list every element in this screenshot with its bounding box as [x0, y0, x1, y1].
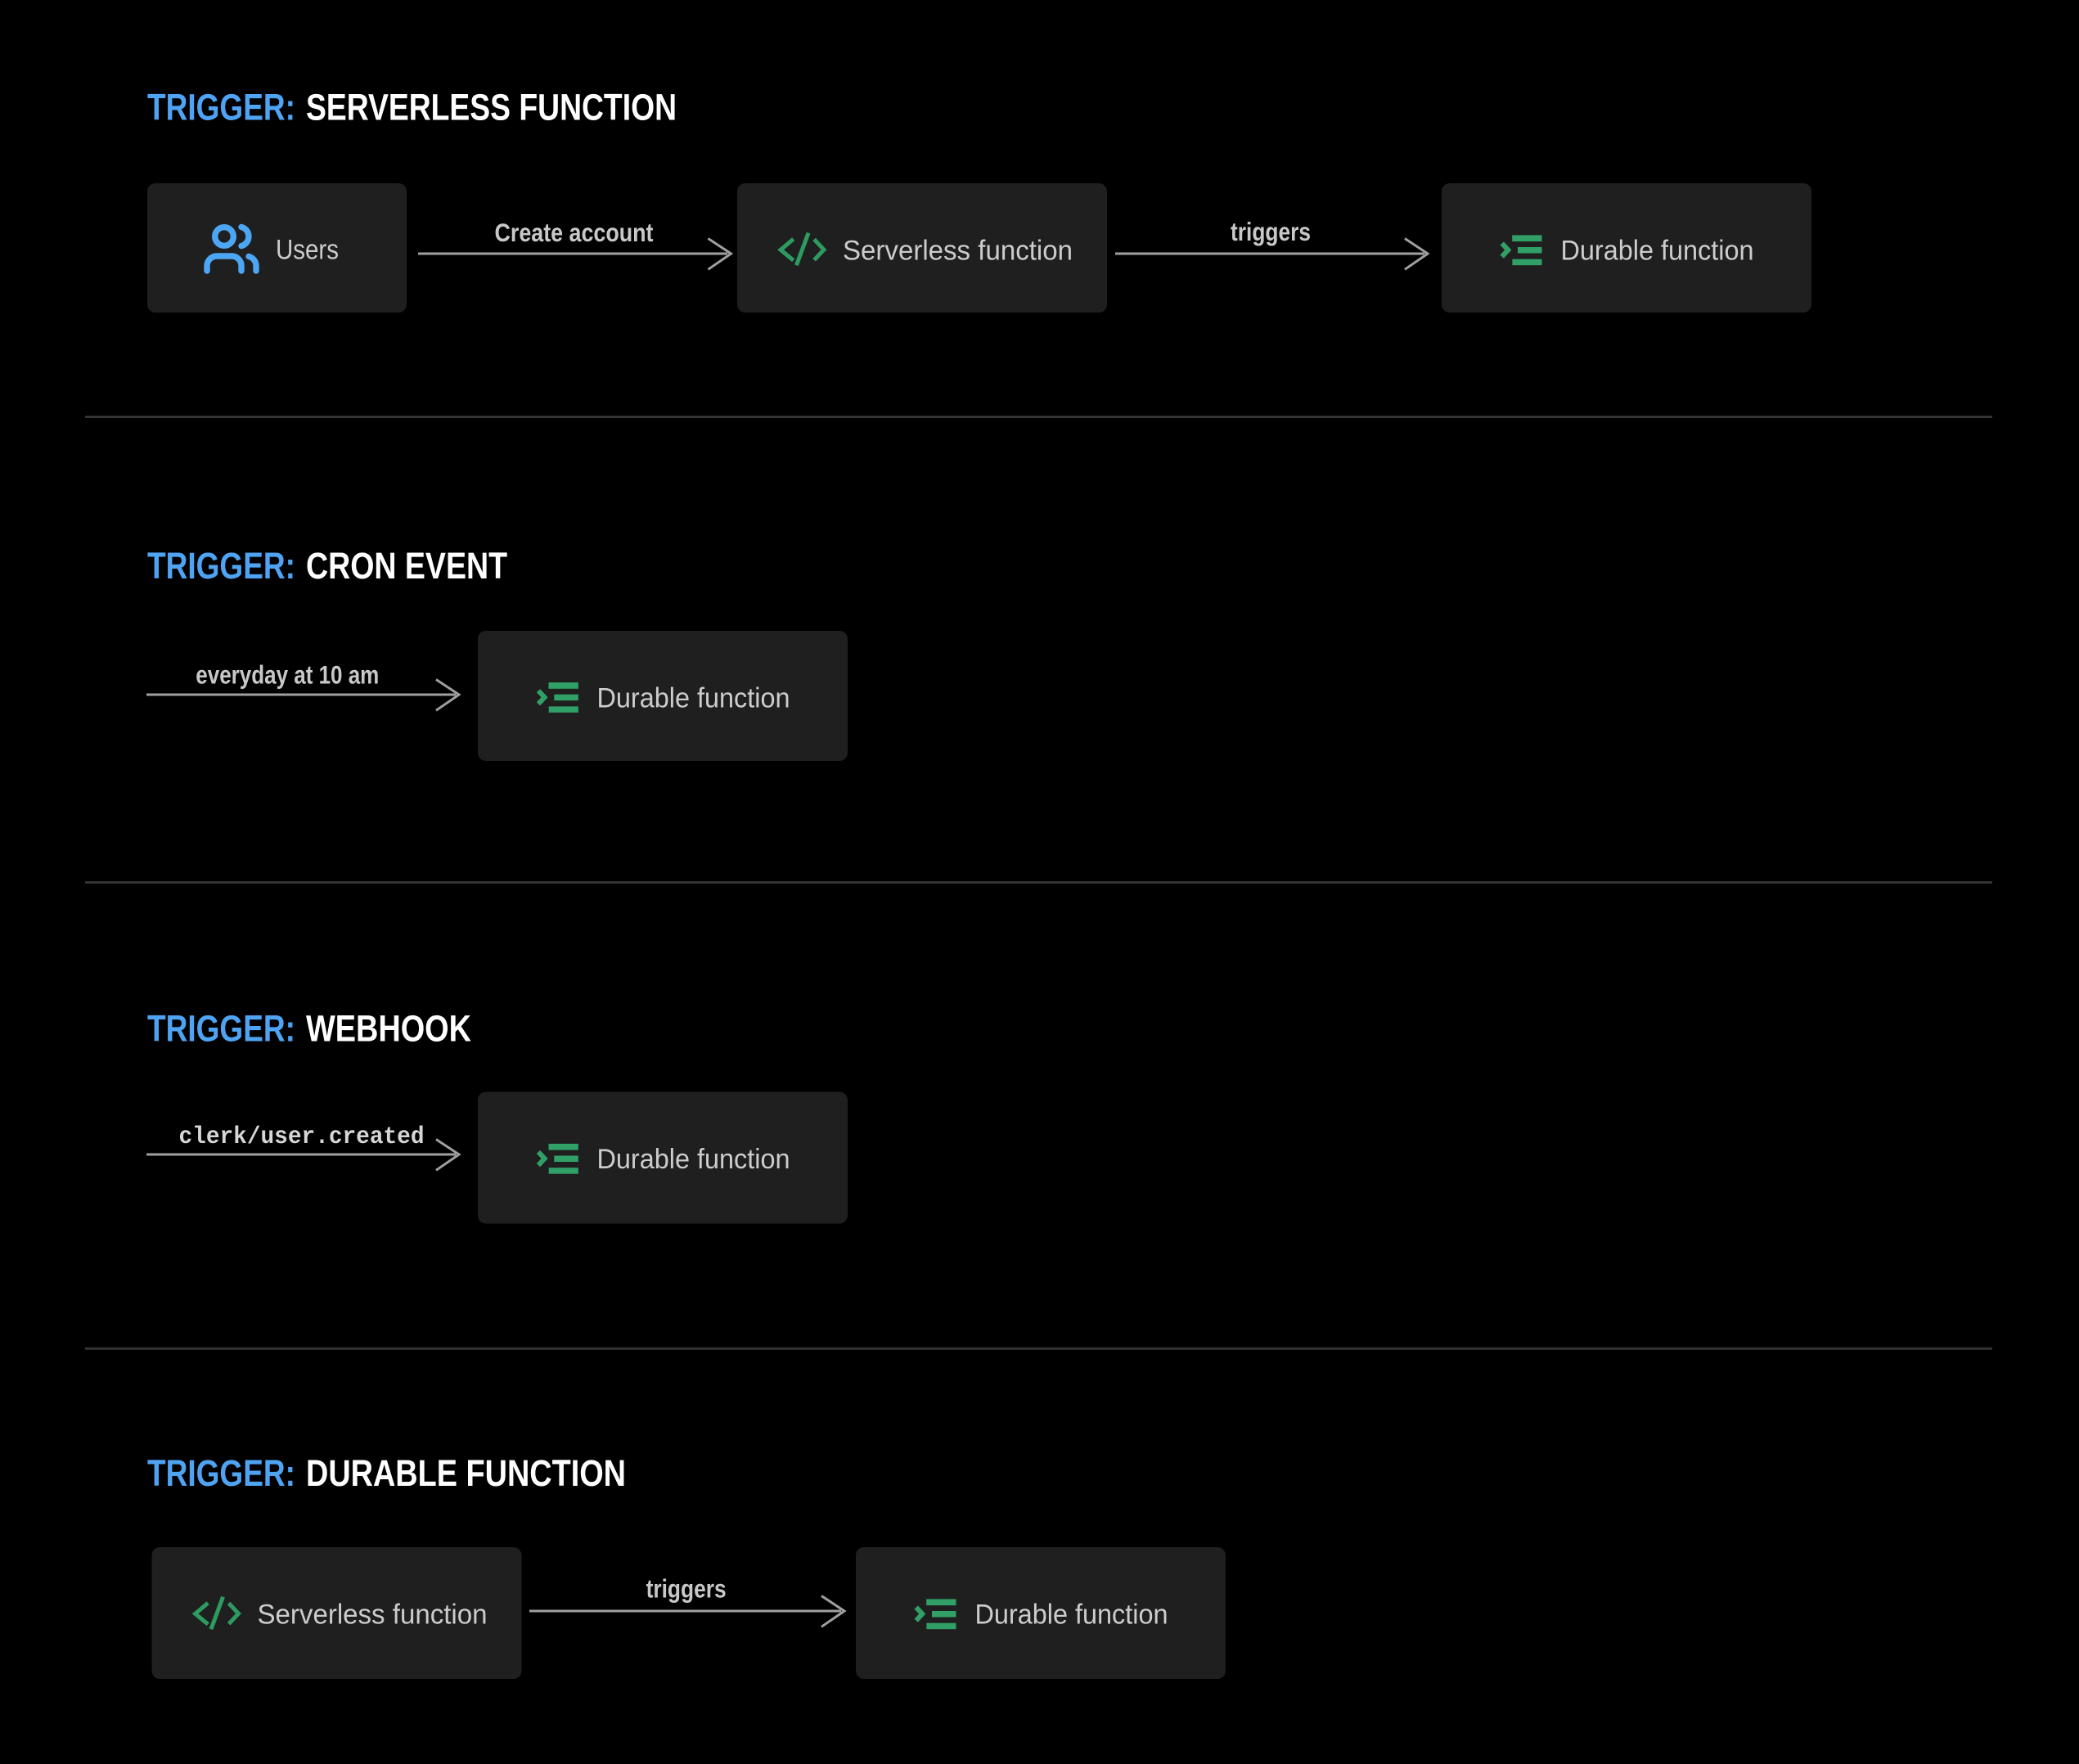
- svg-text:clerk/user.created: clerk/user.created: [179, 1123, 425, 1151]
- svg-text:everyday at 10 am: everyday at 10 am: [196, 659, 379, 689]
- svg-text:TRIGGER:WEBHOOK: TRIGGER:WEBHOOK: [147, 1008, 471, 1050]
- svg-text:Create account: Create account: [495, 218, 654, 247]
- svg-text:Durable function: Durable function: [975, 1600, 1168, 1631]
- svg-text:triggers: triggers: [1231, 217, 1311, 246]
- svg-text:Users: Users: [276, 235, 339, 266]
- svg-text:Serverless function: Serverless function: [843, 236, 1073, 267]
- svg-text:Serverless function: Serverless function: [258, 1600, 488, 1631]
- svg-text:triggers: triggers: [646, 1574, 727, 1604]
- svg-text:TRIGGER:SERVERLESS FUNCTION: TRIGGER:SERVERLESS FUNCTION: [147, 87, 677, 128]
- svg-text:Durable function: Durable function: [597, 1144, 790, 1175]
- svg-text:TRIGGER:CRON EVENT: TRIGGER:CRON EVENT: [147, 545, 507, 587]
- svg-text:Durable function: Durable function: [597, 683, 790, 714]
- svg-text:Durable function: Durable function: [1561, 236, 1754, 267]
- svg-text:TRIGGER:DURABLE FUNCTION: TRIGGER:DURABLE FUNCTION: [147, 1452, 626, 1494]
